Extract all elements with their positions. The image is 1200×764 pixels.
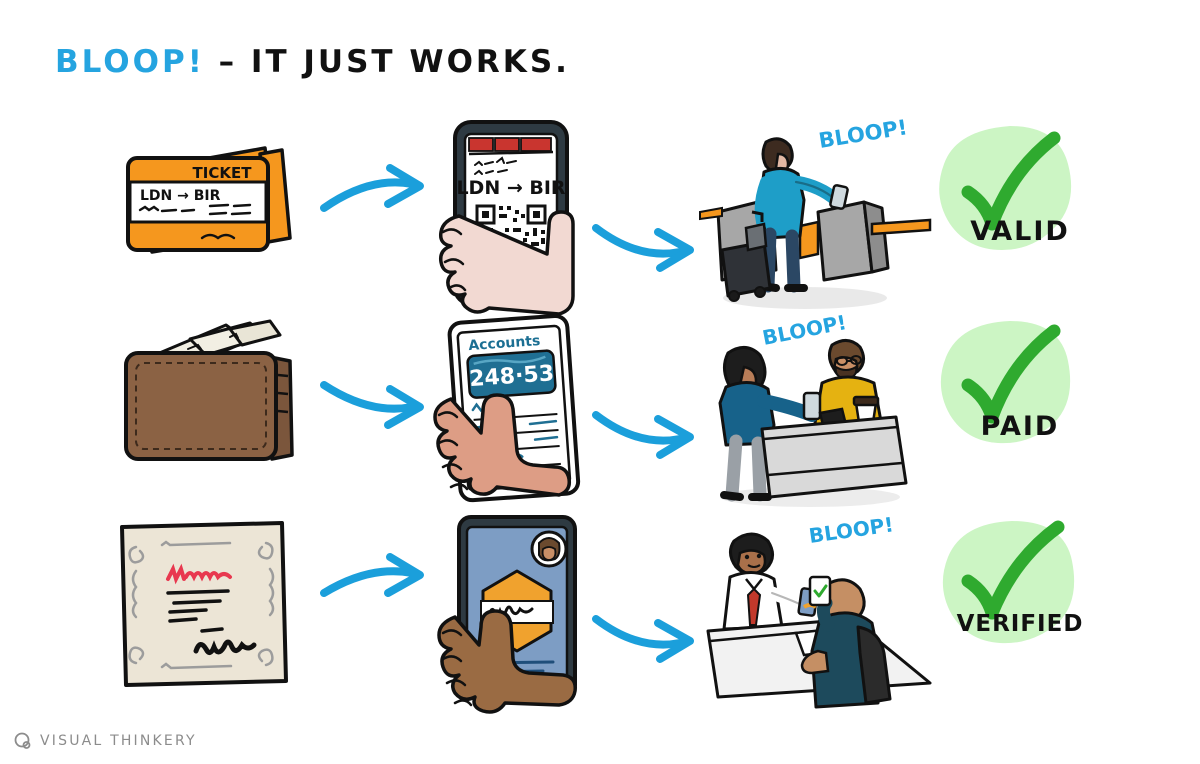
check-icon (961, 520, 1065, 620)
wallet-stitching (135, 362, 267, 450)
verified-badge-label: VERIFIED (956, 611, 1084, 637)
footer-text: VISUAL THINKERY (40, 733, 197, 749)
phone-banking-app[interactable]: Accounts 248·53 (425, 313, 620, 530)
cafe-payment-scene: BLOOP! (700, 310, 930, 530)
arrow-phone-to-scene (592, 120, 722, 335)
verified-badge: VERIFIED (930, 515, 1110, 730)
arrow-phone-to-scene (592, 315, 722, 530)
banking-app-title: Accounts (468, 333, 541, 354)
ticket-route: LDN → BIR (140, 188, 221, 204)
verification-card (808, 575, 832, 607)
bloop-callout: BLOOP! (807, 512, 895, 548)
phone-ticket-route: LDN → BIR (456, 177, 565, 199)
interviewee-figure (800, 575, 892, 709)
interview-verification-scene: BLOOP! (700, 512, 932, 730)
certificate-body-lines (166, 589, 230, 633)
paid-badge-label: PAID (980, 411, 1060, 442)
paid-badge: PAID (930, 315, 1110, 530)
phone-digital-badge[interactable] (425, 515, 620, 730)
footer-attribution: VISUAL THINKERY (14, 732, 197, 750)
avatar (530, 530, 568, 568)
certificate-signature (193, 639, 257, 655)
ticket-scribbles (138, 203, 252, 240)
leather-wallet (110, 315, 330, 530)
paper-ticket: TICKET LDN → BIR (110, 120, 330, 335)
hand-holding-phone (433, 393, 572, 497)
paper-certificate (110, 515, 330, 730)
row-payments: Accounts 248·53 (0, 310, 1200, 530)
customer-figure (718, 346, 822, 502)
arrow-source-to-phone (318, 120, 438, 335)
row-ticketing: TICKET LDN → BIR (0, 115, 1200, 335)
title-rest: – IT JUST WORKS. (204, 44, 570, 80)
certificate-title (166, 563, 232, 585)
tapping-phone (829, 184, 849, 210)
check-icon (961, 131, 1061, 231)
check-icon (961, 324, 1061, 424)
certificate-flourishes (128, 540, 275, 670)
arrow-source-to-phone (318, 315, 438, 530)
row-credentials: BLOOP! VERIFIED (0, 512, 1200, 730)
arrow-phone-to-scene (592, 515, 722, 730)
ticket-app-scribbles (474, 156, 517, 175)
ticket-app-header (468, 137, 554, 156)
arrow-source-to-phone (318, 515, 438, 730)
balance-panel (466, 349, 557, 399)
ticket-header: TICKET (193, 164, 253, 182)
card-check-icon (813, 584, 828, 598)
ticket-gate-scene: BLOOP! (699, 115, 932, 335)
account-balance: 248·53 (468, 361, 554, 392)
hand-holding-phone (438, 210, 575, 316)
tapping-phone (802, 391, 822, 421)
hand-holding-phone (437, 609, 577, 714)
valid-badge-label: VALID (970, 216, 1070, 247)
page-title: BLOOP! – IT JUST WORKS. (55, 44, 570, 80)
bloop-callout: BLOOP! (817, 115, 909, 153)
phone-mobile-ticket[interactable]: LDN → BIR (425, 120, 620, 335)
interviewer-figure (722, 532, 819, 631)
rolling-suitcase (720, 210, 772, 302)
title-highlight: BLOOP! (55, 44, 205, 80)
visual-thinkery-logo (14, 732, 31, 749)
valid-badge: VALID (930, 120, 1110, 335)
